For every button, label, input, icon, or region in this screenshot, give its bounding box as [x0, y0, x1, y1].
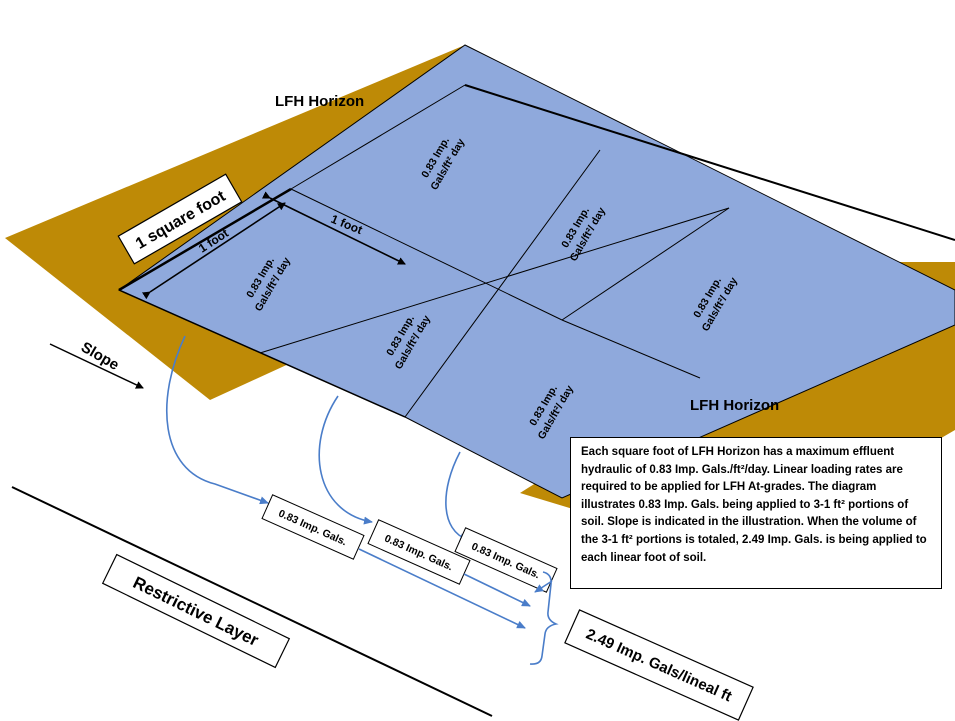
explanation-text: Each square foot of LFH Horizon has a ma…: [581, 446, 927, 564]
gallon-box: 0.83 Imp. Gals.: [261, 494, 365, 560]
grid-line-row-2: [290, 84, 466, 190]
flow-arrow: [165, 335, 269, 505]
lfh-horizon-label-top: LFH Horizon: [275, 93, 364, 110]
svg-text:Restrictive Layer: Restrictive Layer: [130, 573, 262, 650]
flow-arrow: [318, 395, 373, 525]
explanation-note: Each square foot of LFH Horizon has a ma…: [570, 437, 942, 589]
gallon-box: 0.83 Imp. Gals.: [367, 519, 471, 585]
sum-arrow: [463, 573, 531, 607]
restrictive-layer-callout: Restrictive Layer: [101, 553, 291, 669]
grid-edge-bold-top: [464, 84, 955, 241]
grid-edge-front: [118, 289, 406, 418]
grid-line-row: [259, 207, 730, 354]
total-callout: 2.49 Imp. Gals/lineal ft: [564, 609, 754, 721]
sum-arrow: [358, 548, 526, 629]
one-foot-dimension-arrow: [261, 191, 406, 265]
svg-text:2.49 Imp. Gals/lineal ft: 2.49 Imp. Gals/lineal ft: [583, 626, 734, 706]
sum-arrow: [534, 580, 553, 593]
grid-line-col-3: [561, 207, 730, 321]
slope-label: Slope: [78, 339, 122, 374]
flow-arrow: [445, 451, 469, 542]
lfh-horizon-label-bottom: LFH Horizon: [690, 397, 779, 414]
grid-line-col-2: [404, 149, 601, 418]
gallon-box: 0.83 Imp. Gals.: [454, 527, 558, 593]
sum-bracket: [529, 571, 559, 665]
slope-arrow: [49, 343, 144, 389]
restrictive-layer-line: [11, 486, 493, 717]
grid-line-col-4: [561, 319, 701, 379]
